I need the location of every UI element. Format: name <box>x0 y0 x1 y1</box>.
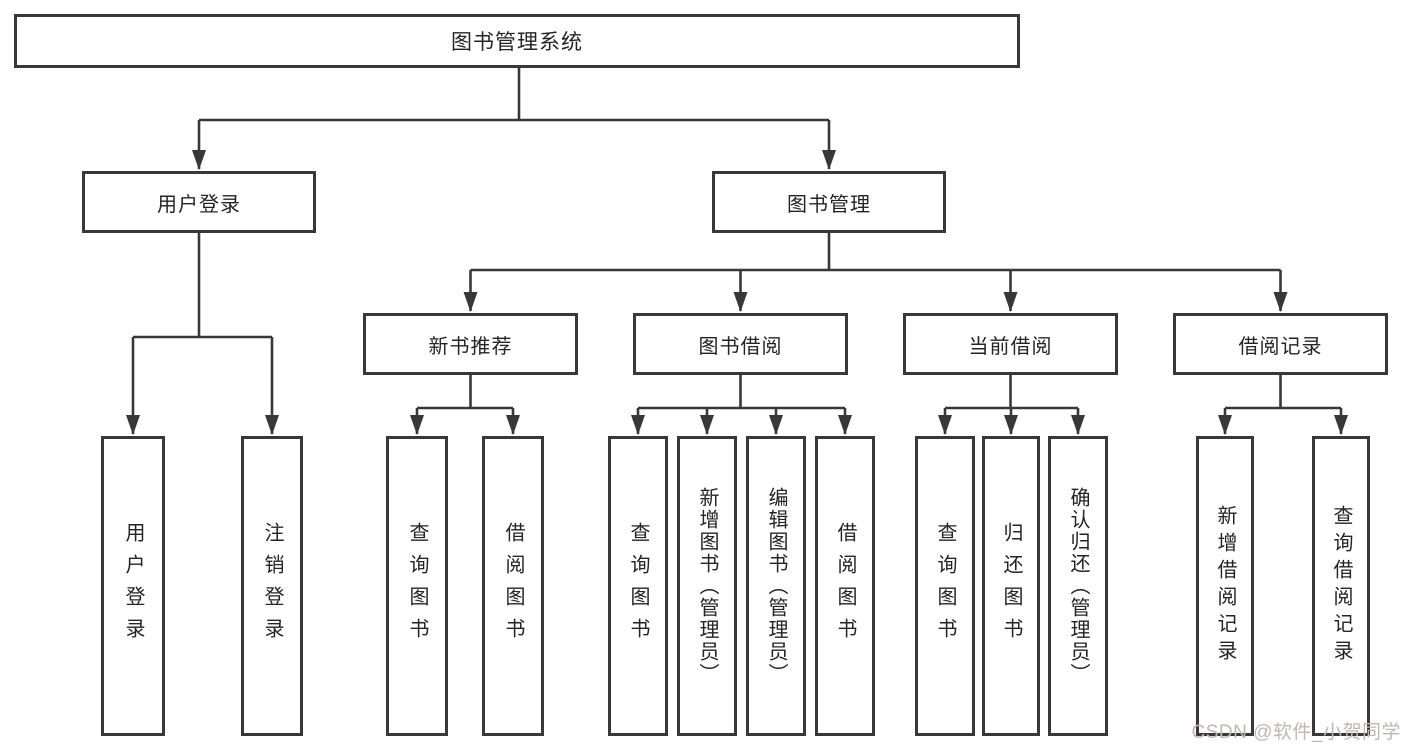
node-current-borrow: 当前借阅 <box>903 313 1118 375</box>
leaf-return-books: 归还图书 <box>982 436 1040 736</box>
leaf-add-borrow-record: 新增借阅记录 <box>1196 436 1254 736</box>
leaf-label: 借阅图书 <box>834 522 856 650</box>
leaf-add-books-admin: 新增图书（管理员） <box>677 436 737 736</box>
connector-book-borrow-children <box>631 375 852 435</box>
leaf-label: 新增借阅记录 <box>1214 505 1236 667</box>
leaf-confirm-return-admin: 确认归还（管理员） <box>1048 436 1108 736</box>
leaf-borrow-books: 借阅图书 <box>482 436 544 736</box>
connector-user-login-children <box>126 233 279 435</box>
leaf-label: 确认归还（管理员） <box>1067 487 1089 685</box>
node-borrow-records: 借阅记录 <box>1173 313 1388 375</box>
leaf-query-books: 查询图书 <box>915 436 975 736</box>
node-library-management-system: 图书管理系统 <box>14 14 1020 68</box>
leaf-label: 查询图书 <box>406 522 428 650</box>
node-book-borrow: 图书借阅 <box>633 313 848 375</box>
leaf-label: 归还图书 <box>1000 522 1022 650</box>
connector-root-to-level2 <box>192 68 836 170</box>
leaf-label: 用户登录 <box>122 522 144 650</box>
leaf-query-books: 查询图书 <box>386 436 448 736</box>
connector-borrow-records-children <box>1218 375 1348 435</box>
leaf-label: 借阅图书 <box>502 522 524 650</box>
leaf-query-books: 查询图书 <box>608 436 668 736</box>
connector-new-book-recommend-children <box>410 375 520 435</box>
leaf-logout: 注销登录 <box>241 436 303 736</box>
leaf-label: 注销登录 <box>261 522 283 650</box>
connector-book-management-children <box>463 233 1288 312</box>
leaf-label: 新增图书（管理员） <box>696 487 718 685</box>
leaf-label: 查询图书 <box>627 522 649 650</box>
csdn-watermark: CSDN @软件_小贺同学 <box>1191 722 1401 743</box>
leaf-user-login: 用户登录 <box>101 436 165 736</box>
leaf-borrow-books: 借阅图书 <box>815 436 875 736</box>
leaf-label: 编辑图书（管理员） <box>765 487 787 685</box>
node-book-management: 图书管理 <box>712 171 946 233</box>
leaf-label: 查询借阅记录 <box>1330 505 1352 667</box>
node-new-book-recommend: 新书推荐 <box>363 313 578 375</box>
node-user-login: 用户登录 <box>82 171 316 233</box>
leaf-edit-books-admin: 编辑图书（管理员） <box>746 436 806 736</box>
leaf-query-borrow-record: 查询借阅记录 <box>1312 436 1370 736</box>
leaf-label: 查询图书 <box>934 522 956 650</box>
connector-current-borrow-children <box>938 375 1085 435</box>
